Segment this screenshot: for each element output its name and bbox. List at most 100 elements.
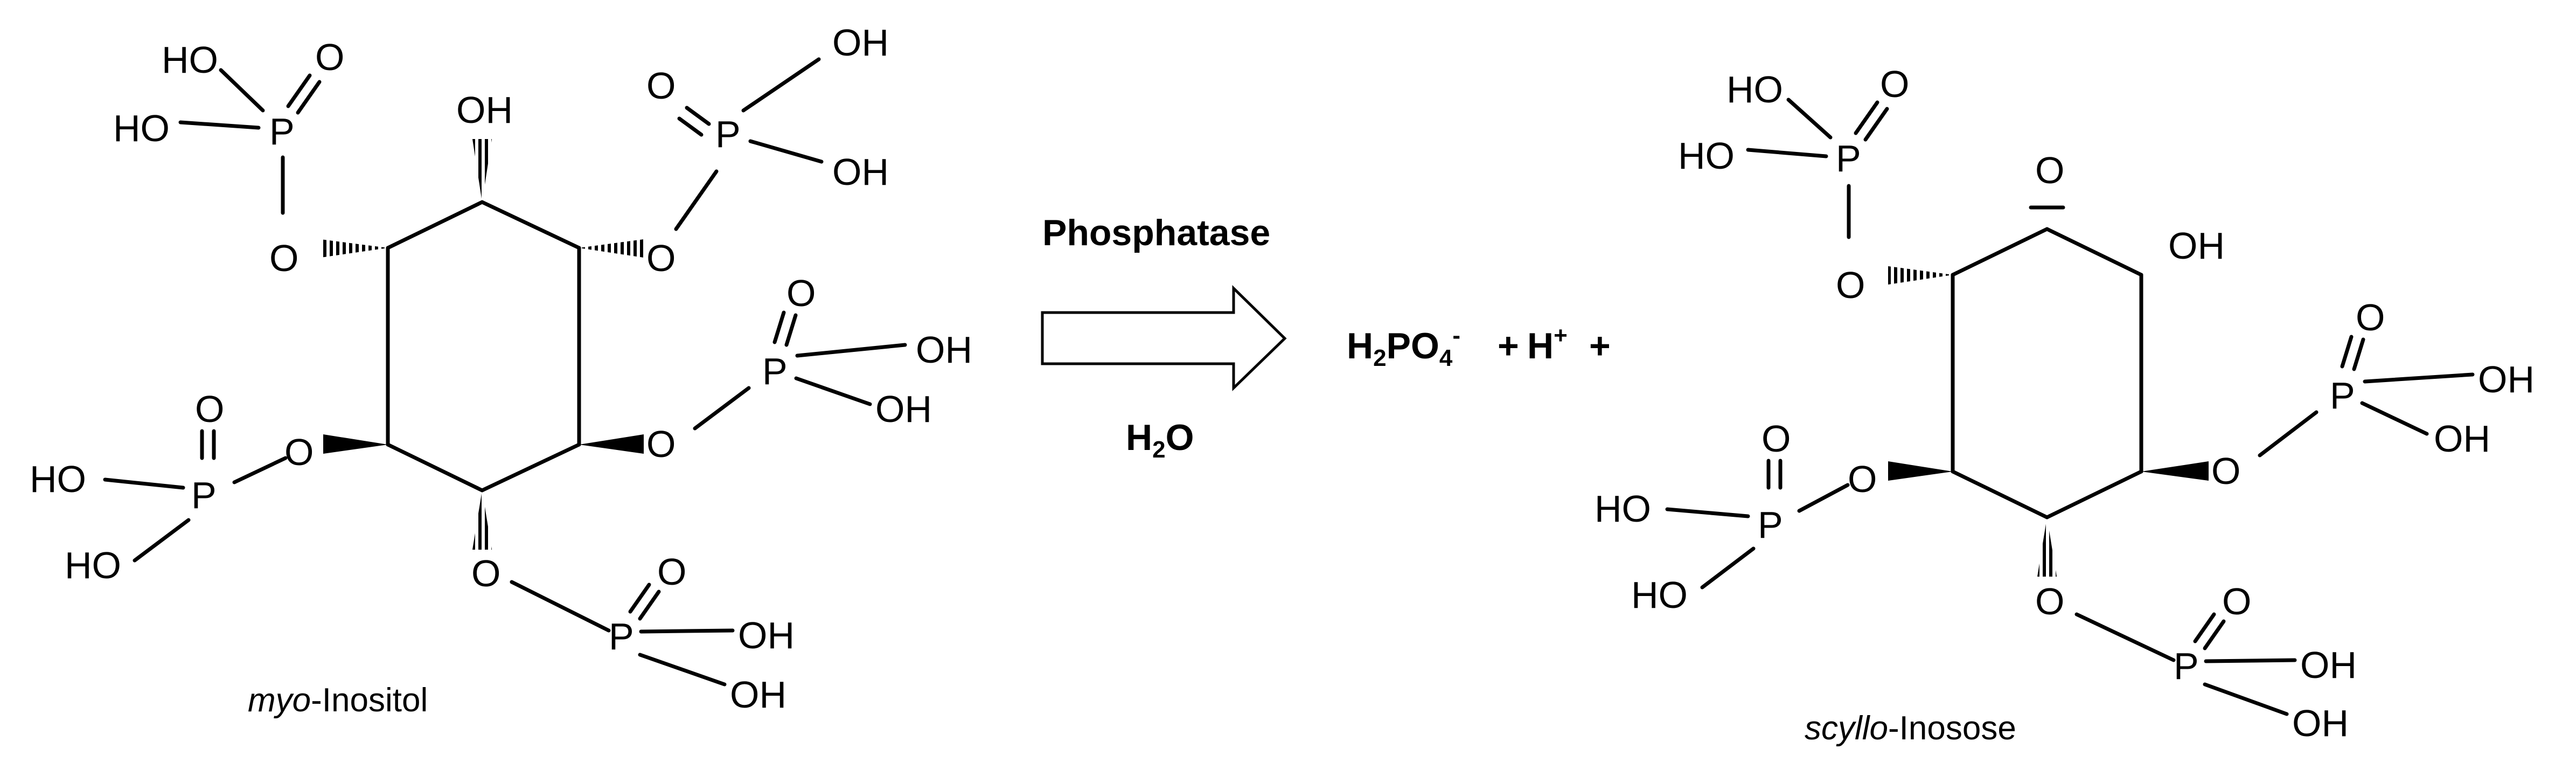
bond xyxy=(1746,148,1828,158)
bond xyxy=(1665,507,1750,518)
atom-label: O xyxy=(471,552,500,594)
atom-label: OH xyxy=(875,388,932,430)
bond xyxy=(638,590,661,621)
product-name: scyllo-Inosose xyxy=(1805,710,2016,747)
atom-label: P xyxy=(191,474,217,516)
atom-label: P xyxy=(715,113,741,155)
bond xyxy=(639,628,735,634)
scyllo-inosose-structure: O OH O P HO HO O O P OH OH O O P OH xyxy=(1595,63,2535,747)
atom-label: HO xyxy=(1631,574,1688,616)
bold-wedge-bond xyxy=(579,434,644,454)
atom-label: OH xyxy=(738,614,795,656)
plus-sign: + xyxy=(1589,325,1611,366)
atom-label: O xyxy=(195,388,224,430)
ring-bond xyxy=(480,200,581,250)
atom-label: OH xyxy=(832,22,889,64)
atom-label: OH xyxy=(730,674,786,716)
bond xyxy=(674,169,719,231)
hashed-wedge-bond xyxy=(2037,517,2057,577)
hashed-wedge-bond xyxy=(1888,266,1953,285)
atom-label: OH xyxy=(916,329,972,371)
bold-wedge-bond xyxy=(323,434,388,454)
atom-label: P xyxy=(609,615,634,657)
atom-label: O xyxy=(646,237,676,279)
atom-label: OH xyxy=(2434,418,2490,460)
ring-bond xyxy=(480,442,581,493)
ring-bond xyxy=(1951,227,2049,277)
atom-label: O xyxy=(2356,296,2385,338)
atom-label: O xyxy=(2222,580,2251,622)
bond xyxy=(628,583,651,614)
hashed-wedge-bond xyxy=(321,239,388,258)
atom-label: HO xyxy=(1678,135,1735,177)
atom-label: O xyxy=(1836,264,1865,306)
bond xyxy=(296,80,322,115)
bond xyxy=(1797,483,1850,513)
water-label: H2O xyxy=(1126,417,1194,463)
plus-sign: + xyxy=(1498,325,1519,366)
ring-bond xyxy=(2045,469,2143,519)
bond xyxy=(794,376,872,406)
bond xyxy=(219,68,265,113)
atom-label: O xyxy=(2211,450,2240,492)
bond xyxy=(2340,335,2354,369)
bond xyxy=(2203,619,2226,650)
atom-label: P xyxy=(762,350,788,392)
bond xyxy=(2352,337,2365,371)
atom-label: O xyxy=(1880,63,1909,105)
atom-label: OH xyxy=(456,89,513,131)
bond xyxy=(510,580,611,633)
bond xyxy=(1854,100,1879,135)
atom-label: OH xyxy=(2478,358,2535,400)
atom-label: O xyxy=(2035,580,2064,622)
atom-label: HO xyxy=(30,458,86,500)
atom-label: HO xyxy=(1726,68,1783,110)
bond xyxy=(677,116,704,137)
bond xyxy=(1786,98,1833,140)
dihydrogen-phosphate-label: H2PO4- xyxy=(1347,322,1460,371)
atom-label: O xyxy=(1762,418,1791,460)
atom-label: P xyxy=(269,110,295,153)
atom-label: OH xyxy=(2300,644,2357,686)
atom-label: HO xyxy=(1595,488,1651,530)
atom-label: OH xyxy=(832,151,889,193)
bond xyxy=(741,57,821,113)
proton-label: H+ xyxy=(1527,322,1568,366)
atom-label: O xyxy=(646,423,676,465)
ring-bond xyxy=(1951,469,2049,519)
bond xyxy=(232,456,288,484)
atom-label: HO xyxy=(162,39,218,81)
hashed-wedge-bond xyxy=(472,139,492,202)
reactant-name: myo-Inositol xyxy=(248,682,428,719)
atom-label: OH xyxy=(2292,702,2349,744)
bond xyxy=(2074,612,2176,662)
ring-bond xyxy=(2045,227,2143,277)
bond xyxy=(772,310,786,344)
atom-label: HO xyxy=(113,107,170,149)
atom-label: P xyxy=(1836,137,1861,179)
bond xyxy=(2363,372,2475,384)
bond xyxy=(638,653,727,687)
bond xyxy=(795,343,907,358)
bond xyxy=(693,386,751,431)
bond xyxy=(1863,107,1889,142)
bond xyxy=(178,120,261,130)
bond xyxy=(286,73,312,108)
bond xyxy=(133,518,191,563)
atom-label: O xyxy=(269,237,298,279)
hashed-wedge-bond xyxy=(472,490,492,550)
atom-label: O xyxy=(315,36,344,78)
atom-label: O xyxy=(786,272,816,314)
atom-label: OH xyxy=(2168,225,2225,267)
ring-bond xyxy=(386,442,484,493)
bond xyxy=(1700,546,1756,590)
atom-label: P xyxy=(2330,375,2355,417)
enzyme-label: Phosphatase xyxy=(1042,212,1270,253)
atom-label: O xyxy=(284,431,314,473)
bond xyxy=(103,477,185,490)
bond xyxy=(2204,658,2297,663)
bond xyxy=(784,313,798,347)
atom-label: P xyxy=(2174,645,2199,687)
